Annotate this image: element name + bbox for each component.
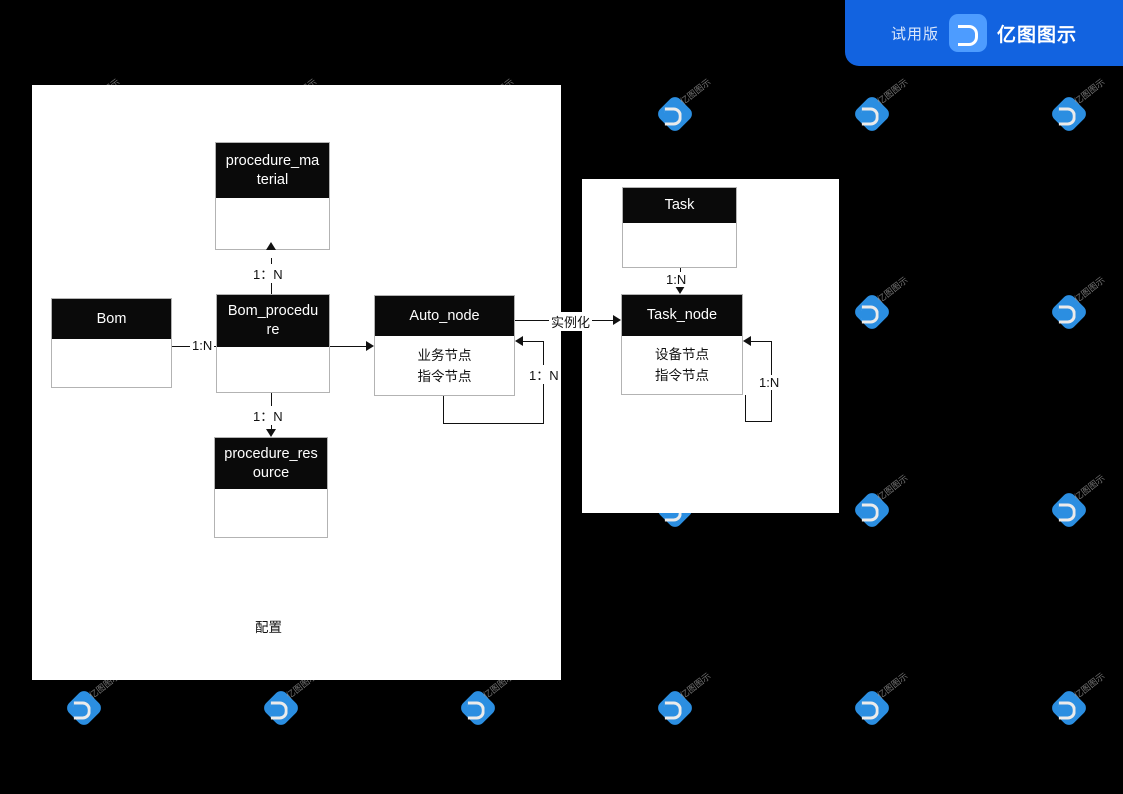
edge-tasknode-self-h2	[751, 341, 772, 342]
entity-title-line1: procedure_res	[224, 445, 318, 462]
eddx-watermark-icon	[852, 490, 892, 530]
edge-bomproc-material-arrow	[266, 242, 276, 250]
entity-procedure-resource[interactable]: procedure_res ource	[214, 437, 328, 538]
edge-label-autonode-tasknode: 实例化	[549, 312, 593, 331]
entity-body-line1: 业务节点	[417, 347, 472, 363]
entity-body-line2: 指令节点	[655, 368, 709, 383]
edge-label-bomproc-material: 1：N	[251, 264, 285, 283]
eddx-watermark-icon	[852, 688, 892, 728]
entity-header-auto-node: Auto_node	[375, 296, 514, 336]
entity-title-task-node: Task_node	[646, 307, 718, 323]
eddx-watermark-icon	[1049, 688, 1089, 728]
eddx-watermark-icon	[852, 94, 892, 134]
entity-body-procedure-resource	[215, 489, 327, 537]
watermark-mark: 亿图图示	[1049, 672, 1107, 734]
watermark-text: 亿图图示	[875, 671, 911, 702]
left-panel-caption: 配置	[255, 620, 282, 635]
edge-autonode-self-v1	[443, 396, 444, 424]
entity-body-procedure-material	[216, 198, 329, 249]
entity-header-bom-procedure: Bom_procedu re	[217, 295, 329, 347]
watermark-text: 亿图图示	[1072, 671, 1108, 702]
eddx-watermark-icon	[458, 688, 498, 728]
entity-header-task: Task	[623, 188, 736, 223]
watermark-mark: 亿图图示	[64, 672, 122, 734]
edge-tasknode-self-arrow	[743, 336, 751, 346]
eddx-watermark-icon	[655, 688, 695, 728]
trial-label: 试用版	[890, 25, 939, 43]
edge-label-tasknode-self: 1:N	[757, 375, 782, 390]
watermark-text: 亿图图示	[875, 473, 911, 504]
edge-autonode-self-h1	[443, 423, 544, 424]
watermark-mark: 亿图图示	[261, 672, 319, 734]
entity-auto-node[interactable]: Auto_node 业务节点 指令节点	[374, 295, 515, 396]
entity-body-task	[623, 223, 736, 267]
watermark-mark: 亿图图示	[655, 672, 713, 734]
watermark-text: 亿图图示	[1072, 275, 1108, 306]
edge-label-bomproc-resource: 1：N	[251, 406, 285, 425]
entity-title-line2: terial	[256, 171, 289, 188]
product-name-label: 亿图图示	[997, 24, 1078, 46]
trial-badge: 试用版 亿图图示	[845, 0, 1123, 66]
watermark-mark: 亿图图示	[655, 78, 713, 140]
entity-title-auto-node: Auto_node	[409, 307, 480, 324]
entity-title-bom: Bom	[96, 310, 127, 327]
entity-body-task-node: 设备节点 指令节点	[622, 336, 742, 394]
watermark-mark: 亿图图示	[852, 276, 910, 338]
entity-task-node[interactable]: Task_node 设备节点 指令节点	[621, 294, 743, 395]
watermark-text: 亿图图示	[678, 671, 714, 702]
entity-body-bom-procedure	[217, 347, 329, 392]
edge-label-autonode-self: 1：N	[527, 365, 561, 384]
eddx-watermark-icon	[852, 292, 892, 332]
edge-autonode-self-arrow	[515, 336, 523, 346]
eddx-watermark-icon	[1049, 94, 1089, 134]
watermark-text: 亿图图示	[1072, 473, 1108, 504]
edge-label-bom-bomproc: 1:N	[190, 338, 215, 353]
edge-autonode-self-h2	[523, 341, 544, 342]
watermark-mark: 亿图图示	[852, 78, 910, 140]
entity-bom-procedure[interactable]: Bom_procedu re	[216, 294, 330, 393]
watermark-mark: 亿图图示	[1049, 474, 1107, 536]
watermark-text: 亿图图示	[678, 77, 714, 108]
eddx-watermark-icon	[655, 94, 695, 134]
watermark-text: 亿图图示	[1072, 77, 1108, 108]
eddx-watermark-icon	[1049, 292, 1089, 332]
edge-bomproc-autonode-arrow	[366, 341, 374, 351]
eddx-watermark-icon	[1049, 490, 1089, 530]
entity-title-line2: ource	[252, 464, 290, 481]
watermark-mark: 亿图图示	[852, 474, 910, 536]
edge-tasknode-self-v1	[745, 395, 746, 422]
watermark-mark: 亿图图示	[458, 672, 516, 734]
entity-body-line2: 指令节点	[417, 368, 472, 384]
entity-body-bom	[52, 339, 171, 387]
watermark-text: 亿图图示	[875, 275, 911, 306]
entity-procedure-material[interactable]: procedure_ma terial	[215, 142, 330, 250]
entity-task[interactable]: Task	[622, 187, 737, 268]
watermark-mark: 亿图图示	[852, 672, 910, 734]
edge-autonode-tasknode-arrow	[613, 315, 621, 325]
entity-header-procedure-material: procedure_ma terial	[216, 143, 329, 198]
watermark-mark: 亿图图示	[1049, 276, 1107, 338]
eddx-logo-icon	[949, 14, 987, 52]
entity-header-task-node: Task_node	[622, 295, 742, 336]
entity-header-bom: Bom	[52, 299, 171, 339]
entity-title-line1: procedure_ma	[225, 152, 320, 169]
eddx-watermark-icon	[261, 688, 301, 728]
entity-bom[interactable]: Bom	[51, 298, 172, 388]
edge-task-tasknode-arrow	[675, 286, 685, 294]
watermark-mark: 亿图图示	[1049, 78, 1107, 140]
entity-title-task: Task	[664, 197, 695, 213]
edge-label-task-tasknode: 1:N	[664, 272, 689, 287]
edge-bomproc-autonode-line	[330, 346, 366, 347]
watermark-text: 亿图图示	[875, 77, 911, 108]
entity-title-line2: re	[266, 322, 280, 338]
edge-tasknode-self-h1	[745, 421, 772, 422]
edge-bomproc-resource-arrow	[266, 429, 276, 437]
eddx-watermark-icon	[64, 688, 104, 728]
entity-body-line1: 设备节点	[655, 347, 709, 362]
entity-header-procedure-resource: procedure_res ource	[215, 438, 327, 489]
entity-body-auto-node: 业务节点 指令节点	[375, 336, 514, 395]
entity-title-line1: Bom_procedu	[227, 303, 319, 319]
